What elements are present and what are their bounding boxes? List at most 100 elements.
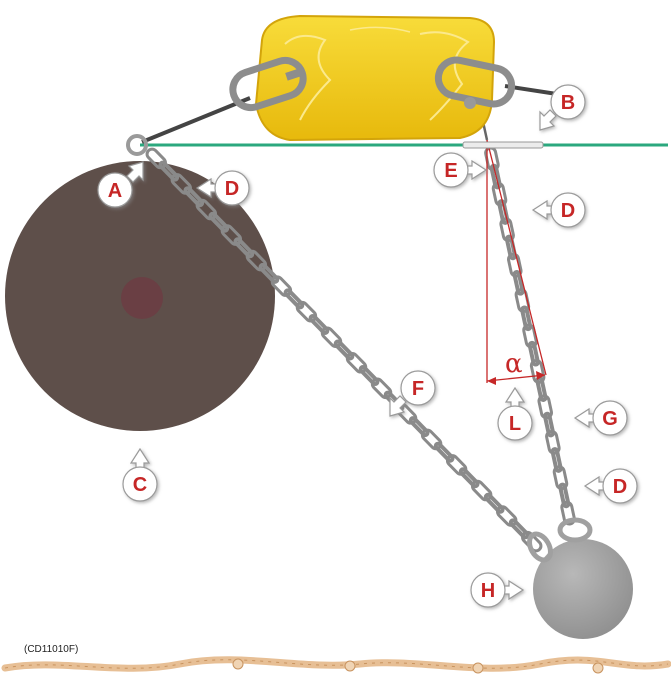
chain-link [522,323,538,349]
chain-link [550,447,563,473]
callout-d: D [195,170,250,206]
callout-arrow [465,159,488,181]
chain-link [183,186,205,208]
chain-link [208,211,230,233]
chain-link [496,505,518,527]
chain-link [433,441,455,463]
chain-link [370,377,393,400]
chain-link [504,234,518,261]
chain-link [220,224,243,246]
callout-d: D [583,468,638,504]
chain-link [445,454,468,476]
chain-link [170,173,192,195]
chain-link [408,416,430,438]
callout-c: C [122,447,158,502]
callout-f: F [389,370,436,417]
callout-bubble [497,405,533,441]
chain-link [195,198,218,221]
callout-bubble [97,172,133,208]
sinker-weight [527,517,633,639]
chain-link [345,351,368,374]
chain-link [483,492,505,514]
chain-link [283,288,305,310]
callout-label: D [561,200,575,222]
callout-bubble [122,466,158,502]
chain-link [507,252,523,278]
callout-label: F [412,378,424,400]
callout-label: G [602,408,618,430]
chain-link [508,518,530,540]
callout-a: A [97,161,144,208]
chain-link [560,500,576,526]
figure-code: (CD11010F) [24,644,78,655]
chain-link [499,217,515,243]
chain-clip-bar [462,141,544,149]
callout-label: B [561,92,575,114]
callout-bubble [214,170,250,206]
callout-arrow [573,407,596,429]
callout-bubble [592,400,628,436]
chain-link [527,340,540,367]
yellow-float [254,14,496,142]
chain-link [295,300,318,323]
chain-link [320,326,343,349]
callout-bubble [400,370,436,406]
callout-bubble [433,152,469,188]
chain-link [458,467,480,489]
callout-bubble [602,468,638,504]
chain-link [420,428,443,451]
chain-link [545,429,561,455]
callout-label: D [225,178,239,200]
chain-f [145,147,543,553]
angle-reference [486,139,547,385]
chain-link [552,465,569,491]
callout-label: A [108,180,122,202]
chain-link [258,262,280,284]
callout-bubble [550,192,586,228]
float-shackle-right [434,56,516,109]
callout-arrow [531,199,554,221]
callout-h: H [470,572,525,608]
callout-label: C [133,474,147,496]
chain-link [537,394,553,420]
chain-link [542,411,556,438]
seabed-rope [1,656,671,674]
chain-link [470,479,493,502]
chain-link [358,365,380,387]
callout-d: D [531,192,586,228]
chain-link [145,147,167,170]
float-shackle-left [229,56,307,112]
chain-link [308,313,330,335]
callout-label: E [444,160,457,182]
chain-link [158,160,180,182]
callout-arrow [129,447,151,470]
chain-link [270,275,293,297]
callout-label: D [613,476,627,498]
callout-label: H [481,580,495,602]
callout-arrow [539,109,557,131]
callout-arrow [504,386,526,409]
callout-l: L [497,386,533,441]
callout-label: L [509,413,521,435]
callout-arrow [389,395,407,417]
callout-g: G [573,400,628,436]
anchor-disc [5,161,275,431]
callout-bubble [470,572,506,608]
chain-link [245,249,268,272]
chain-link [233,237,255,259]
callout-arrow [502,579,525,601]
chain-link [333,339,355,361]
callout-arrow [126,161,144,183]
callout-bubble [550,84,586,120]
chain-link [529,359,546,384]
callout-e: E [433,152,488,188]
callout-b: B [539,84,586,131]
chain-link [520,305,533,332]
callout-arrow [583,475,606,497]
chain-link [512,270,525,296]
anchor-ring [126,134,148,156]
chain-link [558,482,571,509]
chain-link [491,181,508,207]
angle-alpha-label: α [505,349,523,379]
